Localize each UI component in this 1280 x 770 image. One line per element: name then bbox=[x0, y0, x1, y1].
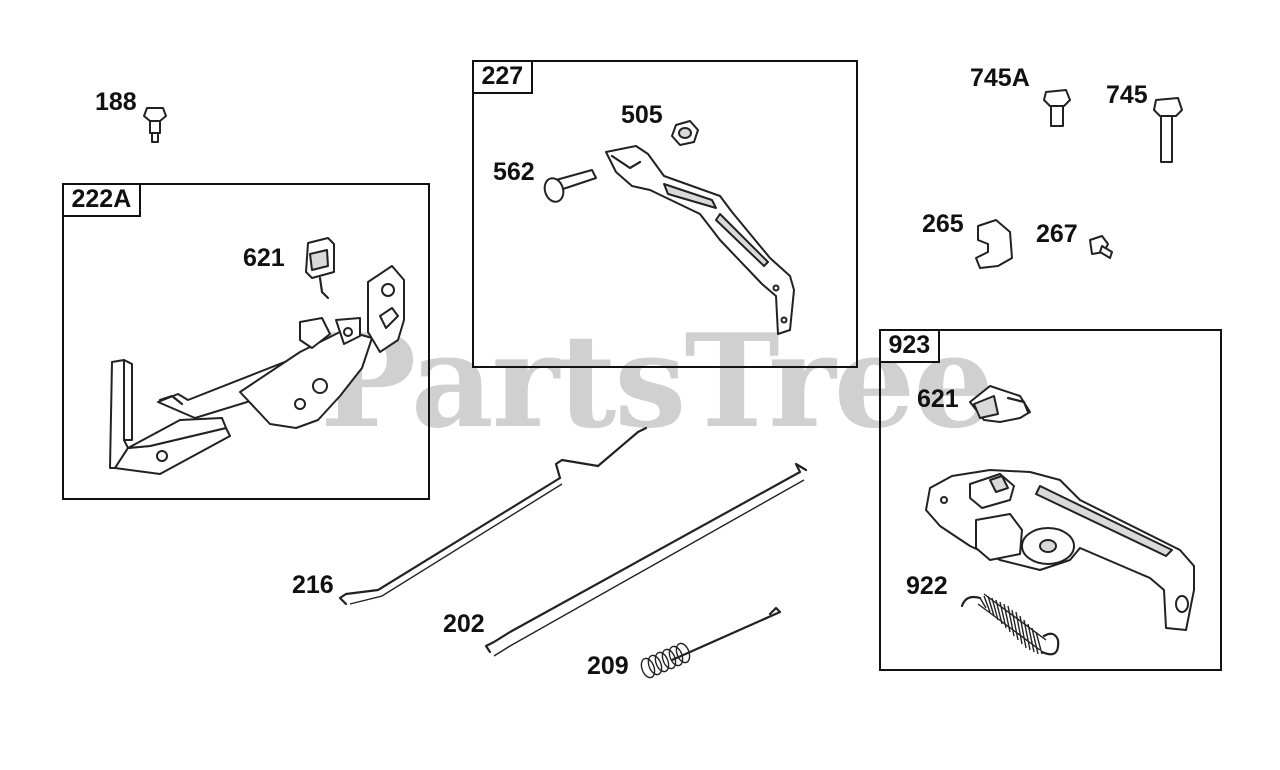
part-188-bolt[interactable] bbox=[143, 107, 167, 143]
callout-209: 209 bbox=[587, 652, 629, 680]
part-621-switch-923[interactable] bbox=[969, 385, 1031, 423]
part-745A-bolt[interactable] bbox=[1043, 89, 1071, 127]
callout-562: 562 bbox=[493, 158, 535, 186]
part-745-bolt[interactable] bbox=[1153, 97, 1183, 163]
part-216-rod[interactable] bbox=[338, 426, 648, 606]
part-562-pin[interactable] bbox=[542, 169, 597, 204]
part-621-switch[interactable] bbox=[305, 237, 335, 300]
part-505-nut[interactable] bbox=[671, 120, 699, 146]
group-box-222A[interactable]: 222A bbox=[61, 182, 430, 500]
callout-188: 188 bbox=[95, 88, 137, 116]
callout-202: 202 bbox=[443, 610, 485, 638]
callout-745A: 745A bbox=[970, 64, 1030, 92]
part-222A-bracket[interactable] bbox=[109, 265, 405, 475]
group-label-227: 227 bbox=[471, 59, 534, 94]
callout-621: 621 bbox=[243, 244, 285, 272]
callout-265: 265 bbox=[922, 210, 964, 238]
callout-745: 745 bbox=[1106, 81, 1148, 109]
part-267-screw[interactable] bbox=[1089, 235, 1113, 259]
group-label-222A: 222A bbox=[61, 182, 142, 217]
group-label-923: 923 bbox=[878, 328, 941, 363]
part-209-spring[interactable] bbox=[639, 606, 782, 679]
callout-505: 505 bbox=[621, 101, 663, 129]
callout-621-923: 621 bbox=[917, 385, 959, 413]
callout-267: 267 bbox=[1036, 220, 1078, 248]
part-227-lever[interactable] bbox=[605, 145, 795, 335]
group-box-227[interactable]: 227 bbox=[471, 59, 858, 368]
part-923-assembly[interactable] bbox=[925, 469, 1195, 631]
part-202-rod[interactable] bbox=[484, 462, 808, 657]
callout-216: 216 bbox=[292, 571, 334, 599]
group-box-923[interactable]: 923 bbox=[878, 328, 1222, 671]
callout-922: 922 bbox=[906, 572, 948, 600]
part-922-spring[interactable] bbox=[960, 593, 1060, 656]
part-265-cam[interactable] bbox=[975, 219, 1013, 269]
